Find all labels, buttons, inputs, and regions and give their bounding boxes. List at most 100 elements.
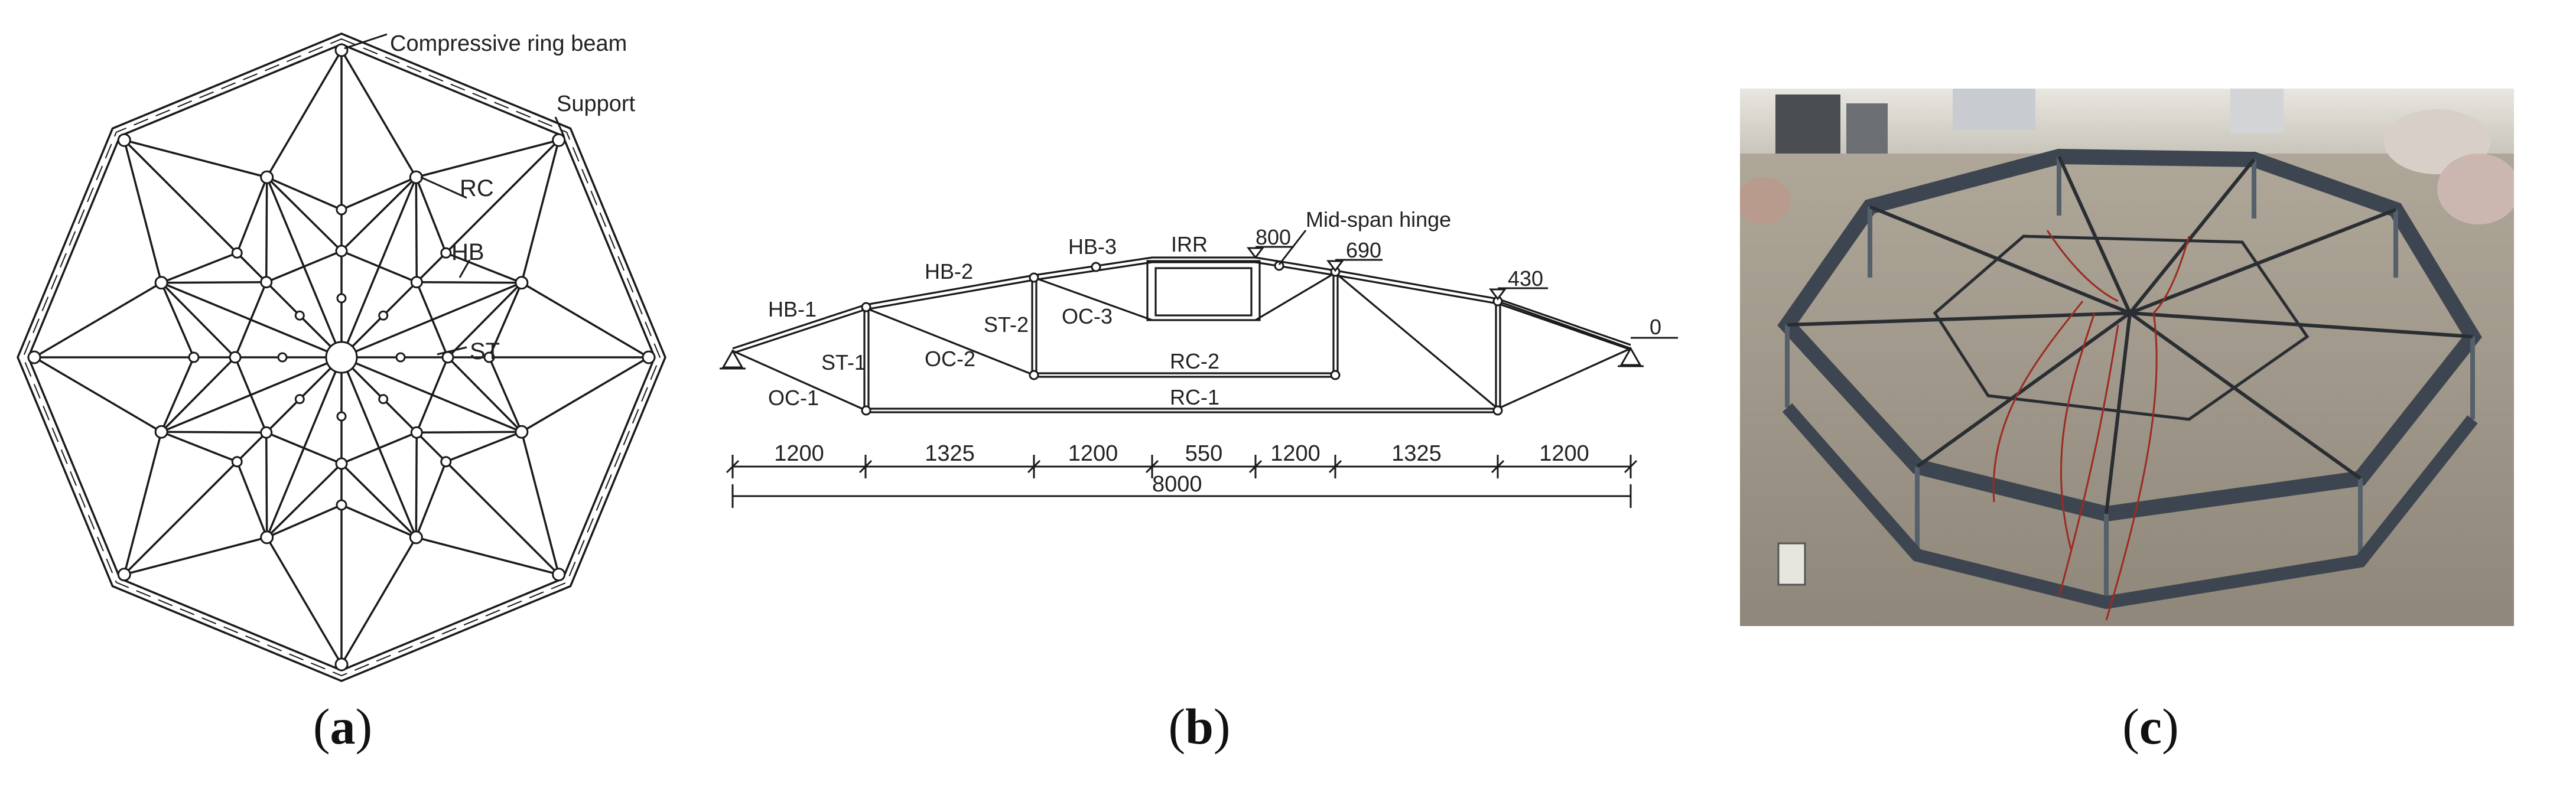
label-height-0: 0 bbox=[1650, 315, 1661, 339]
hoop-link bbox=[160, 282, 195, 358]
hoop-link bbox=[266, 176, 342, 211]
hoop-node bbox=[260, 276, 273, 289]
support-node bbox=[642, 350, 656, 364]
top-chord-outer bbox=[732, 256, 1631, 350]
label-rc-1: RC-1 bbox=[1170, 385, 1219, 409]
label-height-430: 430 bbox=[1508, 266, 1543, 291]
label-total-span: 8000 bbox=[1152, 472, 1202, 497]
inner-node bbox=[294, 394, 305, 405]
elevation-svg: HB-1 HB-2 HB-3 IRR Mid-span hinge ST-1 S… bbox=[720, 207, 1678, 508]
hoop-link bbox=[445, 252, 522, 284]
span-label: 550 bbox=[1185, 441, 1222, 466]
label-support: Support bbox=[557, 92, 636, 116]
inner-node bbox=[277, 352, 288, 363]
panel-b-elevation: HB-1 HB-2 HB-3 IRR Mid-span hinge ST-1 S… bbox=[697, 0, 1702, 789]
hoop-node bbox=[260, 426, 273, 439]
cable-right-3 bbox=[1255, 272, 1336, 321]
hoop-link bbox=[415, 177, 418, 282]
equipment-cabinet bbox=[1775, 94, 1840, 154]
diagonal-cable bbox=[521, 356, 649, 433]
diagonal-cable bbox=[521, 282, 649, 358]
support-node bbox=[27, 350, 41, 364]
rc-node bbox=[260, 530, 274, 545]
label-compressive-ring-beam: Compressive ring beam bbox=[390, 31, 627, 56]
label-st: ST bbox=[470, 338, 500, 364]
hoop-link bbox=[160, 282, 236, 358]
ring-beam-frame bbox=[1777, 148, 2482, 522]
sandbags bbox=[2437, 154, 2514, 224]
diagonal-cable bbox=[123, 139, 268, 178]
inner-ring-frame-inner bbox=[1154, 267, 1253, 317]
dimension-slash bbox=[1248, 459, 1263, 474]
label-st-1: ST-1 bbox=[821, 350, 866, 374]
hoop-link bbox=[341, 176, 417, 211]
stand bbox=[1777, 542, 1806, 586]
hoop-node bbox=[335, 245, 348, 258]
radial-ridge-cable bbox=[123, 139, 343, 358]
label-hb-2: HB-2 bbox=[925, 259, 973, 283]
hoop-link bbox=[417, 281, 522, 284]
support-node bbox=[552, 133, 566, 147]
hoop-link bbox=[447, 356, 523, 433]
inner-node bbox=[395, 352, 406, 363]
hoop-link bbox=[488, 282, 523, 358]
inner-node bbox=[336, 411, 347, 422]
label-rc: RC bbox=[460, 175, 494, 201]
supports bbox=[720, 246, 1678, 370]
label-height-800: 800 bbox=[1256, 225, 1291, 249]
strut-node bbox=[336, 204, 347, 216]
hoop-link bbox=[160, 356, 236, 433]
height-marker-430-icon bbox=[1489, 288, 1507, 301]
label-mid-span-hinge: Mid-span hinge bbox=[1306, 207, 1451, 232]
diagonal-cable bbox=[415, 536, 560, 576]
hoop-link bbox=[266, 176, 343, 252]
rc-node bbox=[409, 170, 423, 184]
hoop-node bbox=[335, 457, 348, 470]
diagonal-cable bbox=[34, 356, 162, 433]
hoop-link bbox=[488, 357, 523, 432]
plan-view-svg: Compressive ring beam Support RC HB ST bbox=[17, 31, 666, 682]
hoop-link bbox=[445, 431, 522, 463]
caption-c: (c) bbox=[2122, 698, 2179, 755]
panel-a-plan-view: Compressive ring beam Support RC HB ST bbox=[0, 0, 685, 789]
hoop-link bbox=[265, 177, 268, 282]
diagonal-cable bbox=[266, 50, 343, 178]
rc-node bbox=[515, 276, 529, 290]
node bbox=[1029, 272, 1039, 283]
hoop-link bbox=[265, 432, 268, 537]
strut-node bbox=[440, 247, 452, 259]
leader-rc bbox=[420, 176, 467, 199]
label-irr: IRR bbox=[1171, 232, 1208, 256]
dimension-slash bbox=[1027, 459, 1041, 474]
diagonal-cable bbox=[123, 139, 162, 283]
span-label: 1200 bbox=[774, 441, 824, 466]
hoop-link bbox=[415, 432, 418, 537]
cable-oc3 bbox=[1033, 276, 1153, 321]
dimension-slash bbox=[1145, 459, 1159, 474]
window bbox=[1953, 89, 2035, 130]
hoop-link bbox=[161, 281, 266, 284]
dimension-lines bbox=[726, 455, 1638, 508]
height-marker-690-icon bbox=[1326, 260, 1344, 272]
panel-c-photo bbox=[1713, 0, 2576, 789]
diagonal-cable bbox=[521, 139, 560, 283]
dimension-slash bbox=[1328, 459, 1342, 474]
label-hb-1: HB-1 bbox=[768, 297, 817, 321]
radial-ridge-cable bbox=[123, 356, 343, 575]
hoop-link bbox=[341, 504, 417, 539]
label-oc-3: OC-3 bbox=[1062, 304, 1113, 328]
leader-ring bbox=[344, 33, 388, 50]
inner-node bbox=[294, 310, 305, 321]
support-node bbox=[117, 133, 131, 147]
hoop-link bbox=[447, 282, 523, 358]
hoop-node bbox=[410, 276, 423, 289]
hoop-link bbox=[266, 462, 343, 539]
strut-node bbox=[231, 247, 243, 259]
cable-right-1 bbox=[1497, 300, 1631, 350]
strut-node bbox=[336, 499, 347, 511]
node bbox=[861, 302, 871, 312]
diagonal-cable bbox=[521, 431, 560, 575]
label-oc-1: OC-1 bbox=[768, 386, 819, 410]
compressive-ring-beam bbox=[1777, 148, 2482, 522]
sensor-wires bbox=[1992, 230, 2190, 621]
